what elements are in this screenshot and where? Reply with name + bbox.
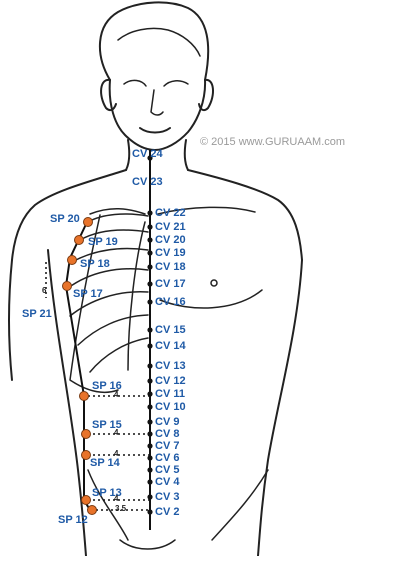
measurement-lines: [45, 262, 150, 511]
sp-label: SP 21: [22, 308, 52, 320]
cv-point-dot: [147, 250, 153, 256]
cv-point-dot: [147, 363, 153, 369]
cv-label: CV 7: [155, 440, 180, 452]
cv-point-dot: [147, 479, 153, 485]
cv-label: CV 2: [155, 506, 180, 518]
sp-label: SP 14: [90, 457, 120, 469]
face-outline: [108, 79, 207, 151]
sp-point-dot: [81, 429, 91, 439]
nose: [150, 89, 164, 116]
measure-label: 3.5: [115, 504, 127, 513]
sp-label: SP 20: [50, 213, 80, 225]
cv-label: CV 8: [155, 428, 180, 440]
cv-label: CV 17: [155, 278, 186, 290]
cv-label: CV 19: [155, 247, 186, 259]
cv-point-dot: [147, 210, 153, 216]
measure-label: 4: [114, 428, 119, 437]
cv-label: CV 6: [155, 452, 180, 464]
ribcage: [67, 213, 149, 393]
cv-label: CV 3: [155, 491, 180, 503]
cv-point-dot: [147, 264, 153, 270]
right-torso-side: [257, 259, 303, 557]
cv-label: CV 9: [155, 416, 180, 428]
sp-label: SP 16: [92, 380, 122, 392]
sp-label: SP 17: [73, 288, 103, 300]
right-ear: [198, 78, 214, 112]
left-shoulder: [11, 169, 127, 261]
sp-point-dot: [79, 391, 89, 401]
cv-label: CV 15: [155, 324, 186, 336]
cv-dots: [147, 155, 153, 515]
hair-detail: [117, 27, 201, 57]
cv-point-dot: [147, 404, 153, 410]
left-ear: [100, 78, 117, 112]
cv-point-dot: [147, 431, 153, 437]
cv-label: CV 4: [155, 476, 180, 488]
sp-point-dot: [62, 281, 72, 291]
measure-label: 6: [42, 286, 47, 295]
cv-label: CV 14: [155, 340, 186, 352]
cv-label: CV 12: [155, 375, 186, 387]
cv-label: CV 22: [155, 207, 186, 219]
sp-point-dot: [67, 255, 77, 265]
sp-dots: [62, 217, 97, 515]
sp-label: SP 15: [92, 419, 122, 431]
cv-label: CV 5: [155, 464, 180, 476]
right-clavicle: [157, 206, 256, 215]
left-torso-side: [47, 249, 87, 557]
sp-point-dot: [83, 217, 93, 227]
groin: [119, 539, 176, 550]
cv-label: CV 23: [132, 176, 163, 188]
sp-label: SP 19: [88, 236, 118, 248]
sp-label: SP 12: [58, 514, 88, 526]
cv-label: CV 16: [155, 296, 186, 308]
cv-label: CV 18: [155, 261, 186, 273]
cv-point-dot: [147, 237, 153, 243]
sp-point-dot: [81, 450, 91, 460]
measure-label: 4: [114, 449, 119, 458]
cv-label: CV 13: [155, 360, 186, 372]
cv-point-dot: [147, 455, 153, 461]
cv-point-dot: [147, 391, 153, 397]
cv-point-dot: [147, 281, 153, 287]
left-arm-line: [8, 259, 13, 381]
sp-point-dot: [81, 495, 91, 505]
cv-label: CV 24: [132, 148, 163, 160]
sp-point-dot: [74, 235, 84, 245]
cv-point-dot: [147, 509, 153, 515]
mouth: [139, 127, 171, 134]
sp-label: SP 18: [80, 258, 110, 270]
cv-label: CV 21: [155, 221, 186, 233]
cv-point-dot: [147, 419, 153, 425]
cv-label: CV 11: [155, 388, 185, 400]
sp-point-dot: [87, 505, 97, 515]
cv-point-dot: [147, 494, 153, 500]
cv-point-dot: [147, 155, 153, 161]
cv-point-dot: [147, 443, 153, 449]
measure-label: 4: [114, 390, 119, 399]
sp-label: SP 13: [92, 487, 122, 499]
cv-point-dot: [147, 378, 153, 384]
right-nipple: [210, 279, 218, 287]
cv-point-dot: [147, 224, 153, 230]
cv-point-dot: [147, 467, 153, 473]
credit-text: © 2015 www.GURUAAM.com: [200, 136, 346, 148]
cv-label: CV 10: [155, 401, 186, 413]
left-clavicle: [89, 208, 146, 215]
neck-right: [183, 139, 189, 171]
measure-label: 4: [114, 494, 119, 503]
right-shoulder: [187, 169, 303, 261]
pelvis-lines: [87, 469, 269, 541]
cv-label: CV 20: [155, 234, 186, 246]
cv-point-dot: [147, 343, 153, 349]
hair-outline: [99, 1, 210, 81]
right-pectoral: [159, 289, 263, 309]
right-eye: [163, 80, 189, 87]
cv-point-dot: [147, 327, 153, 333]
left-eye: [123, 79, 147, 87]
cv-point-dot: [147, 299, 153, 305]
neck-left: [125, 139, 131, 171]
